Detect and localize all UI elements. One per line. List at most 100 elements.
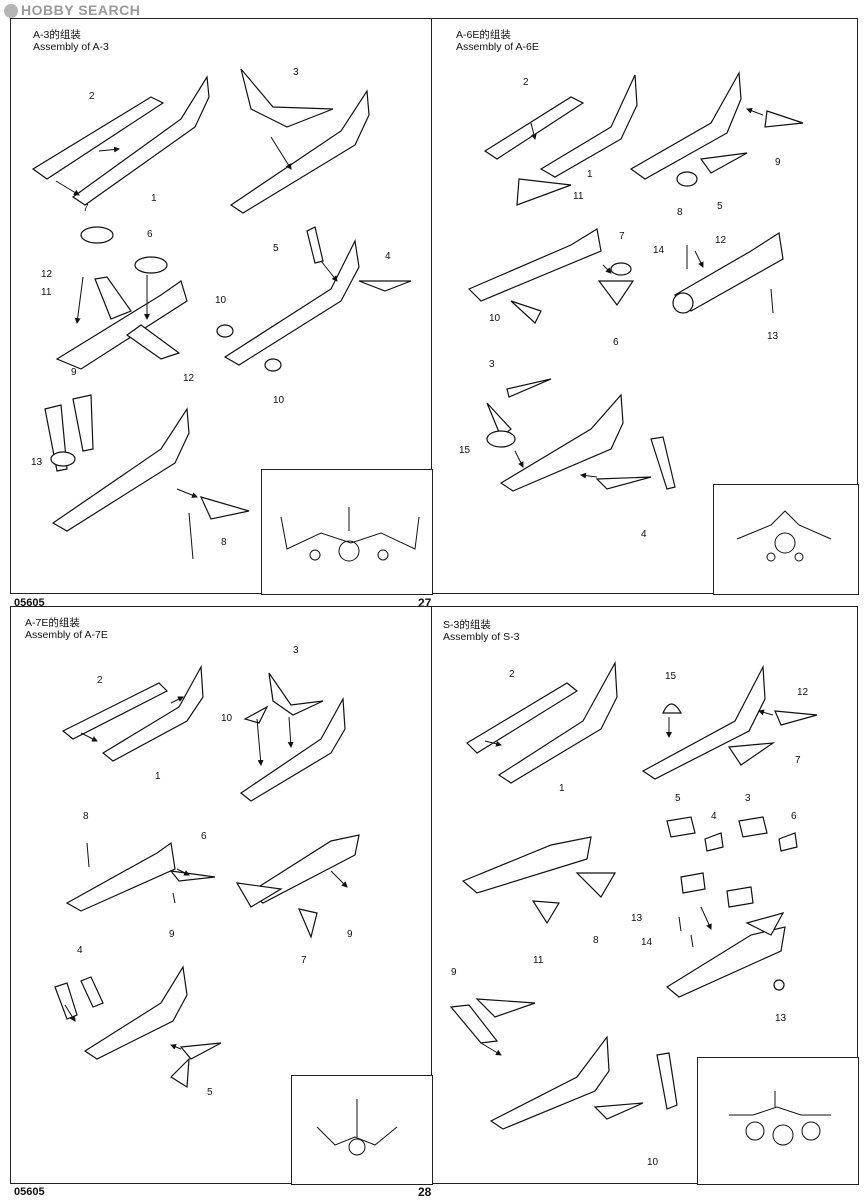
inset-front-view-a7e <box>291 1075 433 1185</box>
sheet-divider-bottom <box>431 607 432 1183</box>
sheet-page-27: A-3的组装 Assembly of A-3 A-6E的组装 Assembly … <box>10 18 859 595</box>
svg-text:9: 9 <box>71 367 77 378</box>
s3-fuselage-assembled <box>641 664 818 780</box>
svg-text:7: 7 <box>619 231 625 242</box>
svg-text:2: 2 <box>97 675 103 686</box>
assembly-diagram-a3: 2 1 3 7 6 12 11 12 5 4 10 10 9 13 8 <box>31 67 420 562</box>
svg-text:9: 9 <box>347 929 353 940</box>
svg-text:12: 12 <box>715 235 727 246</box>
svg-text:5: 5 <box>273 243 279 254</box>
svg-text:11: 11 <box>573 191 584 202</box>
svg-text:10: 10 <box>647 1157 659 1168</box>
svg-text:5: 5 <box>207 1087 213 1098</box>
svg-text:6: 6 <box>791 811 797 822</box>
a6e-wings <box>467 228 635 324</box>
hobby-search-watermark: HOBBY SEARCH <box>4 2 140 19</box>
a6e-canopy-probe <box>672 231 784 314</box>
panel-title-a6e: A-6E的组装 Assembly of A-6E <box>456 29 539 53</box>
a3-tail-engines <box>216 226 412 372</box>
a6e-final-assembly <box>486 378 676 492</box>
svg-text:7: 7 <box>301 955 307 966</box>
svg-text:10: 10 <box>215 295 227 306</box>
svg-text:5: 5 <box>675 793 681 804</box>
panel-title-a3: A-3的组装 Assembly of A-3 <box>33 29 109 53</box>
page-number-28: 28 <box>418 1185 432 1199</box>
sheet-divider <box>431 19 432 593</box>
a7e-fuselage-assembled <box>239 672 346 802</box>
svg-text:12: 12 <box>183 373 195 384</box>
a7e-wing-assembled <box>235 834 360 939</box>
a7e-final-assembly <box>54 965 222 1089</box>
svg-text:12: 12 <box>797 687 809 698</box>
svg-text:3: 3 <box>745 793 751 804</box>
svg-text:3: 3 <box>489 359 495 370</box>
svg-text:13: 13 <box>631 913 643 924</box>
svg-text:1: 1 <box>587 169 593 180</box>
svg-text:8: 8 <box>593 935 599 946</box>
svg-text:6: 6 <box>613 337 619 348</box>
svg-text:6: 6 <box>201 831 207 842</box>
svg-text:7: 7 <box>795 755 801 766</box>
svg-text:3: 3 <box>293 645 299 656</box>
svg-text:8: 8 <box>83 811 89 822</box>
svg-text:12: 12 <box>41 269 53 280</box>
svg-text:2: 2 <box>509 669 515 680</box>
panel-title-s3: S-3的组装 Assembly of S-3 <box>443 619 520 643</box>
svg-text:3: 3 <box>293 67 299 78</box>
assembly-diagram-a6e: 2 1 9 11 8 5 7 12 14 10 6 13 3 15 4 <box>459 70 832 562</box>
a3-fuselage-halves <box>31 75 210 206</box>
svg-text:10: 10 <box>273 395 285 406</box>
svg-text:9: 9 <box>451 967 457 978</box>
svg-text:6: 6 <box>147 229 153 240</box>
svg-text:4: 4 <box>711 811 717 822</box>
svg-text:7: 7 <box>83 203 89 214</box>
s3-final-assembly <box>449 998 678 1130</box>
svg-text:15: 15 <box>459 445 471 456</box>
svg-text:1: 1 <box>151 193 157 204</box>
a3-part-labels: 2 1 3 7 6 12 11 12 5 4 10 10 9 13 8 <box>31 67 391 548</box>
s3-wing-engines <box>665 906 786 998</box>
svg-text:9: 9 <box>169 929 175 940</box>
assembly-diagram-s3: 2 1 15 12 7 5 4 3 6 13 14 11 8 9 13 10 <box>449 660 831 1168</box>
a6e-fuselage-assembled <box>629 70 804 187</box>
a7e-fuselage-halves <box>61 664 204 762</box>
svg-text:10: 10 <box>489 313 501 324</box>
a3-final-assembly <box>44 394 250 560</box>
svg-text:4: 4 <box>77 945 83 956</box>
svg-text:9: 9 <box>775 157 781 168</box>
svg-text:14: 14 <box>653 245 665 256</box>
svg-text:8: 8 <box>677 207 683 218</box>
a3-fuselage-assembled <box>229 68 370 214</box>
svg-text:13: 13 <box>31 457 43 468</box>
svg-text:4: 4 <box>385 251 391 262</box>
svg-text:1: 1 <box>155 771 161 782</box>
a6e-part-labels: 2 1 9 11 8 5 7 12 14 10 6 13 3 15 4 <box>459 77 781 540</box>
panel-title-a7e: A-7E的组装 Assembly of A-7E <box>25 617 108 641</box>
s3-part-labels: 2 1 15 12 7 5 4 3 6 13 14 11 8 9 13 10 <box>451 669 809 1168</box>
svg-text:15: 15 <box>665 671 677 682</box>
svg-text:13: 13 <box>767 331 779 342</box>
s3-front-view-drawing <box>729 1091 831 1146</box>
watermark-logo-icon <box>4 4 18 19</box>
inset-front-view-a6e <box>713 484 859 595</box>
svg-text:8: 8 <box>221 537 227 548</box>
inset-front-view-s3 <box>697 1057 859 1185</box>
inset-front-view-a3 <box>261 469 433 595</box>
svg-text:2: 2 <box>89 91 95 102</box>
svg-text:13: 13 <box>775 1013 787 1024</box>
a7e-wings <box>65 841 216 912</box>
a7e-part-labels: 2 1 3 10 8 6 9 9 7 4 5 <box>77 645 353 1098</box>
svg-text:4: 4 <box>641 529 647 540</box>
svg-text:11: 11 <box>41 287 52 298</box>
svg-text:14: 14 <box>641 937 653 948</box>
svg-text:5: 5 <box>717 201 723 212</box>
assembly-diagram-a7e: 2 1 3 10 8 6 9 9 7 4 5 <box>54 645 398 1156</box>
s3-fuselage-halves <box>466 660 618 784</box>
a3-wings-engines <box>55 226 188 370</box>
a3-front-view-drawing <box>280 507 420 562</box>
a6e-fuselage-halves <box>483 74 638 206</box>
svg-text:1: 1 <box>559 783 565 794</box>
s3-wings <box>461 836 617 925</box>
svg-text:10: 10 <box>221 713 233 724</box>
footer-code-bottom: 05605 <box>14 1186 45 1198</box>
